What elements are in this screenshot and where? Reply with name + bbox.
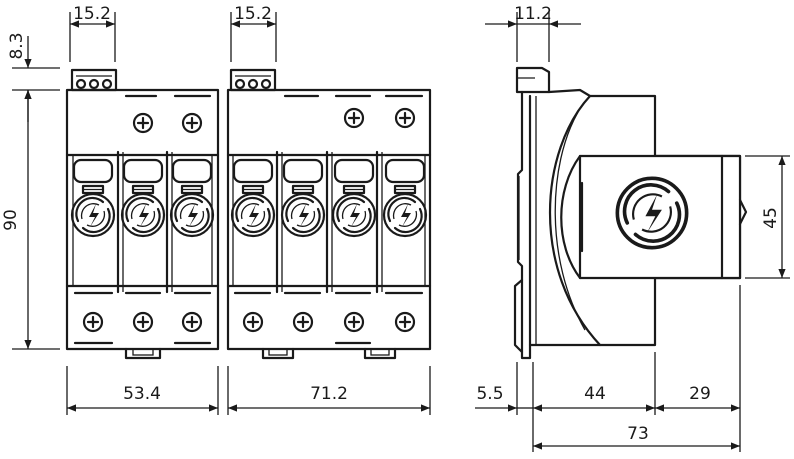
dim-window-height: 45 xyxy=(761,207,781,229)
left-terminal-block xyxy=(70,68,118,92)
lightning-disc-icon xyxy=(230,192,276,238)
lightning-disc-icon xyxy=(169,192,215,238)
indicator-window xyxy=(171,158,213,195)
screw-icon xyxy=(394,311,416,333)
right-terminal-block xyxy=(229,68,277,92)
dim-top-right-pitch: 15.2 xyxy=(234,4,272,24)
dim-terminal-height: 8.3 xyxy=(7,32,27,59)
indicator-window xyxy=(333,158,375,195)
screw-icon xyxy=(292,311,314,333)
dim-total-depth: 73 xyxy=(627,424,649,444)
dimensions: 15.2 15.2 11.2 8.3 90 45 53.4 xyxy=(1,4,790,452)
dim-depth-cover: 29 xyxy=(689,384,711,404)
screw-icon xyxy=(394,107,416,129)
dim-left-block-width: 53.4 xyxy=(123,384,161,404)
screw-icon xyxy=(82,311,104,333)
screw-icon xyxy=(242,311,264,333)
indicator-window xyxy=(72,158,114,195)
indicator-window xyxy=(384,158,426,195)
dim-depth-front: 44 xyxy=(584,384,606,404)
dim-body-height: 90 xyxy=(1,209,21,231)
screw-icon xyxy=(343,107,365,129)
dim-top-side-width: 11.2 xyxy=(514,4,552,24)
side-view xyxy=(513,66,748,360)
dim-rail-offset: 5.5 xyxy=(476,384,503,404)
dim-right-block-width: 71.2 xyxy=(310,384,348,404)
indicator-window xyxy=(282,158,324,195)
right-block xyxy=(226,68,432,360)
lightning-disc-icon xyxy=(331,192,377,238)
screw-icon xyxy=(132,311,154,333)
right-block-outline xyxy=(226,88,432,351)
screw-icon xyxy=(181,311,203,333)
left-block xyxy=(65,68,220,360)
indicator-window xyxy=(122,158,164,195)
lightning-disc-icon xyxy=(120,192,166,238)
screw-icon xyxy=(181,112,203,134)
dim-top-left-pitch: 15.2 xyxy=(73,4,111,24)
screw-icon xyxy=(343,311,365,333)
lightning-disc-icon xyxy=(382,192,428,238)
lightning-disc-icon xyxy=(70,192,116,238)
lightning-disc-icon xyxy=(280,192,326,238)
screw-icon xyxy=(132,112,154,134)
indicator-window xyxy=(232,158,274,195)
